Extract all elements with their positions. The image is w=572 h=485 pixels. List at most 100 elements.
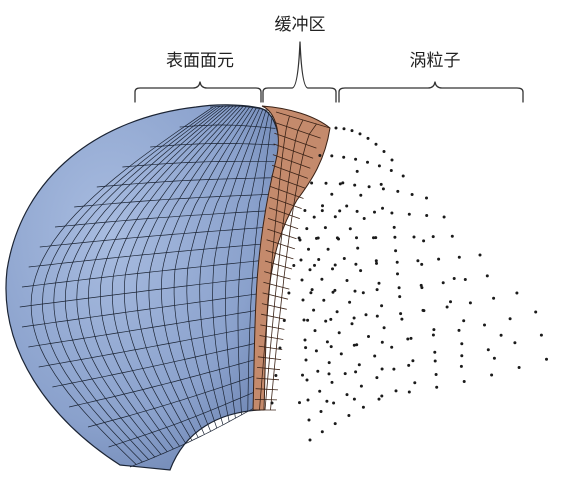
vortex-particle [478, 253, 482, 257]
vortex-particle [412, 235, 416, 239]
vortex-particle [398, 295, 402, 299]
vortex-particle [312, 215, 316, 219]
vortex-particle [342, 155, 346, 159]
vortex-particle [374, 236, 378, 240]
vortex-particle [486, 348, 490, 352]
vortex-particle [324, 319, 328, 323]
vortex-particle [420, 262, 424, 266]
vortex-particle [347, 414, 351, 417]
vortex-particle [381, 187, 385, 191]
vortex-particle [425, 214, 429, 217]
vortex-particle [314, 349, 318, 353]
vortex-particle [390, 345, 394, 349]
vortex-particle [381, 206, 384, 210]
vortex-particle [372, 236, 375, 240]
vortex-particle [359, 269, 363, 273]
vortex-particle [348, 300, 352, 304]
vortex-particle [334, 126, 338, 130]
vortex-particle [320, 430, 324, 434]
vortex-particle [508, 317, 512, 321]
vortex-particle [333, 263, 337, 267]
vortex-particle [459, 364, 463, 368]
vortex-particle [350, 129, 354, 133]
vortex-particle [407, 212, 411, 216]
vortex-particle [380, 304, 384, 308]
vortex-particle [330, 380, 334, 384]
vortex-particle [393, 235, 397, 239]
label-vortex-particles: 涡粒子 [410, 51, 461, 71]
vortex-particle [396, 272, 399, 276]
vortex-particle [304, 358, 308, 362]
surface-grid-line-31 [99, 105, 234, 450]
surface-grid-line-36 [42, 106, 217, 463]
vortex-particle [355, 169, 359, 173]
vortex-particle [333, 422, 337, 426]
brace-surface-panels [134, 81, 262, 103]
vortex-particle [298, 401, 301, 405]
vortex-particle [338, 209, 342, 213]
vortex-particle [362, 217, 366, 220]
vortex-particle [400, 317, 404, 321]
vortex-particle [420, 286, 424, 290]
vortex-particle [407, 363, 411, 367]
vortex-particle [342, 127, 346, 131]
vortex-particle [411, 359, 415, 363]
vortex-particle [457, 255, 461, 259]
vortex-particle [345, 393, 349, 397]
surface-body [5, 104, 280, 471]
vortex-particle [406, 337, 410, 341]
vortex-particle [330, 192, 334, 196]
vortex-particle [366, 160, 369, 164]
vortex-particle [410, 193, 414, 196]
surface-grid-line-30 [111, 105, 237, 447]
vortex-particle [422, 239, 426, 243]
vortex-particle [394, 389, 398, 393]
vortex-particle [342, 257, 346, 260]
vortex-particle [534, 310, 538, 314]
vortex-particle [382, 150, 386, 153]
vortex-particle [325, 399, 329, 403]
vortex-particle [325, 340, 329, 344]
vortex-particle [307, 418, 311, 422]
vortex-particle [333, 215, 337, 219]
vortex-particle [302, 318, 306, 322]
vortex-particle [462, 319, 466, 323]
vortex-particle [452, 277, 456, 280]
vortex-particle [355, 343, 359, 347]
vortex-particle [450, 234, 454, 238]
vortex-particle [435, 385, 439, 389]
vortex-particle [460, 354, 464, 358]
vortex-particle [354, 262, 358, 266]
vortex-particle [355, 209, 359, 213]
surface-panels [5, 104, 280, 471]
vortex-particle [483, 323, 486, 327]
surface-grid-line-21 [225, 109, 267, 419]
vortex-particle [320, 209, 324, 213]
vortex-particle [515, 291, 519, 295]
vortex-particle [335, 310, 339, 314]
vortex-particle [457, 328, 461, 332]
surface-grid-line-24 [186, 107, 257, 429]
vortex-particle [274, 374, 278, 377]
vortex-particle [367, 335, 370, 338]
vortex-particle [364, 313, 368, 317]
vortex-particle [358, 132, 362, 136]
vortex-particle [352, 343, 356, 347]
vortex-particle [409, 336, 413, 340]
vortex-particle [350, 322, 354, 326]
vortex-particle [517, 366, 521, 369]
vortex-particle [299, 258, 303, 262]
vortex-particle [292, 264, 296, 267]
buffer-zone [252, 105, 331, 411]
vortex-particle [352, 316, 356, 320]
vortex-particle [545, 357, 548, 361]
vortex-particle [333, 288, 337, 292]
vortex-particle [390, 158, 394, 162]
vortex-particle [389, 169, 393, 172]
vortex-particle [297, 236, 301, 240]
vortex-particle [357, 363, 361, 367]
vortex-particle [339, 352, 343, 356]
vortex-particle [316, 369, 320, 373]
vortex-particle [431, 333, 435, 337]
